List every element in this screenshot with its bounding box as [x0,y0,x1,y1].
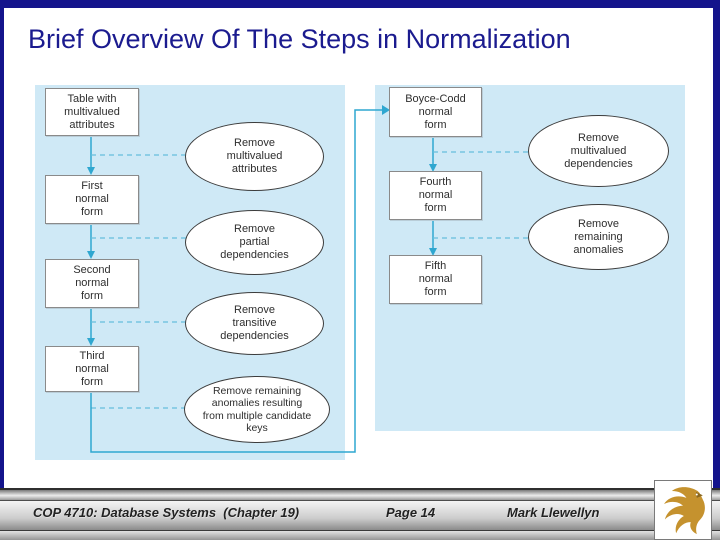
slide-border-left [0,0,4,489]
footer-main-band [0,500,720,530]
dashed-links [91,151,532,409]
box-table-with-multivalued-attributes: Table with multivalued attributes [45,88,139,136]
footer-ridge-bottom [0,530,720,540]
box-first-normal-form: First normal form [45,175,139,224]
pegasus-icon [664,487,705,535]
box-third-normal-form: Third normal form [45,346,139,392]
footer-bar: COP 4710: Database Systems (Chapter 19) … [0,488,720,540]
footer-ridge-top [0,488,720,500]
arrow-2nf-to-3nf [87,306,95,346]
ellipse-remove-remaining-anomalies: Remove remaining anomalies [528,204,669,270]
ellipse-remove-multivalued-dependencies: Remove multivalued dependencies [528,115,669,187]
connector-3nf-to-bcnf [90,105,390,453]
ellipse-remove-multivalued-attributes: Remove multivalued attributes [185,122,324,191]
footer-course-label: COP 4710: Database Systems (Chapter 19) [33,505,300,520]
arrow-4nf-to-5nf [429,218,437,256]
footer-author-name: Mark Llewellyn [507,505,600,520]
box-fourth-normal-form: Fourth normal form [389,171,482,220]
arrow-bcnf-to-4nf [429,135,437,172]
footer-page-number: Page 14 [386,505,436,520]
arrow-1nf-to-2nf [87,222,95,259]
box-boyce-codd-normal-form: Boyce-Codd normal form [389,87,482,137]
slide-title: Brief Overview Of The Steps in Normaliza… [28,24,571,54]
box-fifth-normal-form: Fifth normal form [389,255,482,304]
arrow-table-to-1nf [87,134,95,175]
box-second-normal-form: Second normal form [45,259,139,308]
slide-border-right [713,0,720,489]
ellipse-remove-partial-dependencies: Remove partial dependencies [185,210,324,275]
ellipse-remove-remaining-anomalies-candidate-keys: Remove remaining anomalies resulting fro… [184,376,330,443]
ucf-logo [654,480,712,540]
slide-border-top [0,0,720,8]
ellipse-remove-transitive-dependencies: Remove transitive dependencies [185,292,324,355]
